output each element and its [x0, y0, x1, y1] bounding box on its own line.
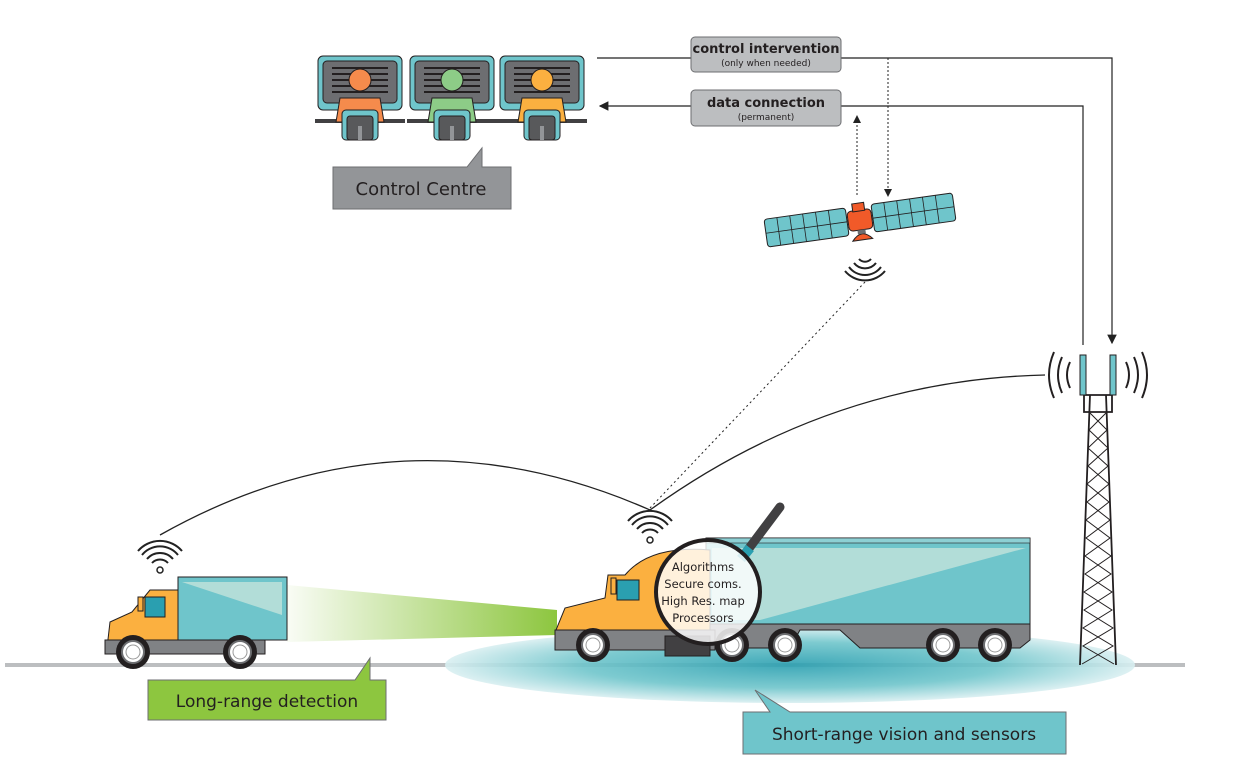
data-connection-note: (permanent): [738, 113, 795, 123]
monitor-icon: [407, 55, 497, 141]
big-truck: [554, 537, 1031, 663]
control-intervention-note: (only when needed): [721, 59, 811, 69]
data-connection-text: data connection: [707, 96, 825, 111]
short-range-text: Short-range vision and sensors: [772, 725, 1036, 745]
monitor-icon: [315, 55, 405, 141]
magnifier-item: High Res. map: [661, 594, 745, 608]
operator-head: [348, 68, 372, 92]
small-truck: [104, 576, 288, 670]
v2v-arc: [159, 459, 651, 536]
control-centre-text: Control Centre: [356, 179, 487, 200]
cell-tower-icon: [1048, 351, 1148, 666]
control-intervention-text: control intervention: [693, 42, 840, 57]
tower-arc: [649, 374, 1046, 511]
operator-head: [530, 68, 554, 92]
data-connection-label: data connection (permanent): [690, 89, 842, 127]
long-range-text: Long-range detection: [176, 692, 358, 712]
wifi-icon: [627, 509, 673, 544]
operator-head: [440, 68, 464, 92]
control-intervention-label: control intervention (only when needed): [690, 36, 842, 73]
short-range-callout: Short-range vision and sensors: [742, 689, 1067, 755]
control-intervention-line: [597, 57, 1117, 345]
long-range-beam: [287, 585, 557, 642]
magnifier-item: Processors: [672, 611, 733, 625]
magnifier-icon: [654, 502, 785, 646]
satellite-truck-link: [649, 281, 866, 509]
magnifier-item: Secure coms.: [664, 577, 741, 591]
control-centre-callout: Control Centre: [332, 146, 512, 210]
magnifier-item: Algorithms: [672, 560, 734, 574]
long-range-callout: Long-range detection: [147, 656, 387, 721]
wifi-icon: [137, 539, 183, 574]
monitor-icon: [497, 55, 587, 141]
satellite-signal-icon: [844, 258, 886, 282]
satellite-icon: [763, 192, 957, 248]
